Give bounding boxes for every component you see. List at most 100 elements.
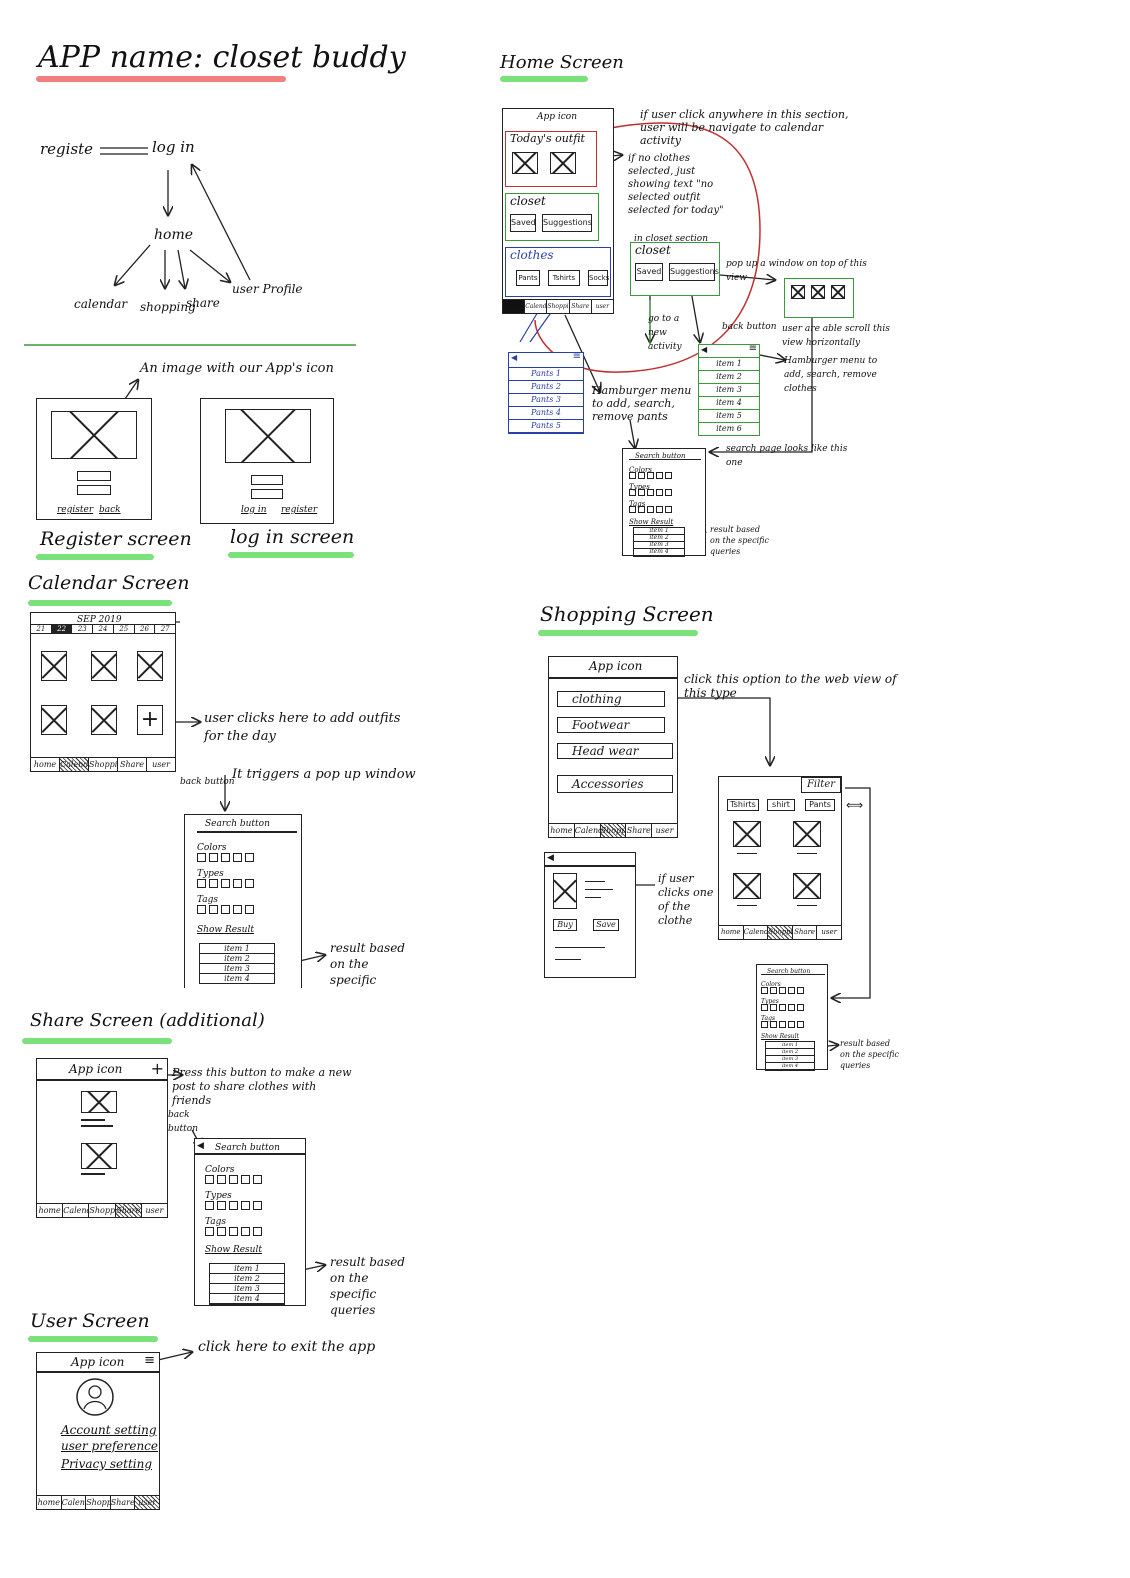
suggestion-item[interactable]	[831, 285, 845, 299]
type-checkboxes[interactable]	[761, 1004, 804, 1011]
back-arrow-icon[interactable]: ◀	[701, 345, 708, 354]
result-item[interactable]: item 1	[766, 1042, 814, 1049]
nav-home[interactable]: home	[719, 926, 744, 939]
result-item[interactable]: item 1	[200, 944, 274, 954]
save-button[interactable]: Save	[593, 919, 619, 931]
add-outfit-button[interactable]: +	[137, 705, 163, 735]
result-item[interactable]: item 4	[210, 1294, 284, 1304]
list-item[interactable]: item 3	[699, 384, 759, 397]
account-setting-link[interactable]: Account setting	[61, 1423, 157, 1437]
outfit-thumbnail[interactable]	[41, 705, 67, 735]
pants-item[interactable]: Pants 2	[509, 381, 583, 394]
type-checkboxes[interactable]	[205, 1201, 262, 1210]
result-item[interactable]: item 1	[634, 528, 684, 535]
nav-home[interactable]: home	[37, 1496, 62, 1509]
nav-share[interactable]: Share	[570, 300, 592, 313]
type-checkboxes[interactable]	[197, 879, 254, 888]
pants-item[interactable]: Pants 4	[509, 407, 583, 420]
pants-item[interactable]: Pants 3	[509, 394, 583, 407]
day-cell[interactable]: 24	[93, 625, 114, 633]
nav-shopping[interactable]: Shopping	[86, 1496, 111, 1509]
nav-shopping[interactable]: Shopping	[768, 926, 793, 939]
nav-home[interactable]: home	[37, 1204, 64, 1217]
saved-button[interactable]: Saved	[510, 214, 536, 232]
filter-button[interactable]: Filter	[801, 777, 841, 793]
color-checkboxes[interactable]	[629, 472, 672, 479]
result-item[interactable]: item 4	[634, 549, 684, 556]
tag-checkboxes[interactable]	[205, 1227, 262, 1236]
tab-shirt[interactable]: shirt	[767, 799, 795, 811]
day-cell[interactable]: 23	[72, 625, 94, 633]
nav-user[interactable]: user	[595, 303, 610, 310]
nav-user[interactable]: user	[145, 1206, 164, 1215]
nav-user[interactable]: user	[135, 1496, 159, 1509]
back-arrow-icon[interactable]: ◀	[547, 853, 554, 863]
outfit-item[interactable]	[550, 152, 576, 174]
result-item[interactable]: item 3	[634, 542, 684, 549]
tshirts-button[interactable]: Tshirts	[548, 270, 580, 286]
list-item[interactable]: item 1	[699, 358, 759, 371]
nav-calendar[interactable]: Calendar	[61, 1496, 87, 1509]
nav-user[interactable]: user	[821, 928, 837, 936]
todays-outfit-section[interactable]: Today's outfit	[505, 131, 597, 187]
result-item[interactable]: item 2	[634, 535, 684, 542]
accessories-category[interactable]: Accessories	[557, 775, 673, 793]
show-result-button[interactable]: Show Result	[629, 518, 674, 526]
list-item[interactable]: item 2	[699, 371, 759, 384]
footwear-category[interactable]: Footwear	[557, 717, 665, 733]
suggestion-item[interactable]	[791, 285, 805, 299]
tab-pants[interactable]: Pants	[805, 799, 835, 811]
back-link[interactable]: back	[99, 505, 121, 515]
nav-shopping[interactable]: Shopping	[89, 1204, 116, 1217]
search-button[interactable]: Search button	[205, 819, 270, 829]
result-item[interactable]: item 3	[766, 1056, 814, 1063]
nav-calendar[interactable]: Calendar	[744, 926, 769, 939]
outfit-thumbnail[interactable]	[41, 651, 67, 681]
nav-share[interactable]: Share	[115, 1204, 142, 1217]
privacy-setting-link[interactable]: Privacy setting	[61, 1457, 153, 1471]
day-cell[interactable]: 27	[160, 625, 170, 633]
suggestions-button[interactable]: Suggestions	[542, 214, 592, 232]
outfit-thumbnail[interactable]	[91, 651, 117, 681]
product-thumbnail[interactable]	[793, 873, 821, 899]
list-item[interactable]: item 5	[699, 410, 759, 423]
pants-item[interactable]: Pants 1	[509, 368, 583, 381]
nav-calendar[interactable]: Calendar	[60, 758, 89, 771]
nav-share[interactable]: Share	[793, 926, 818, 939]
saved-button-detail[interactable]: Saved	[635, 263, 663, 281]
list-item[interactable]: item 4	[699, 397, 759, 410]
day-cell[interactable]: 26	[135, 625, 156, 633]
back-arrow-icon[interactable]: ◀	[511, 353, 518, 362]
nav-share[interactable]: Share	[110, 1496, 136, 1509]
hamburger-menu-icon[interactable]: ≡	[144, 1353, 155, 1368]
suggestions-button-detail[interactable]: Suggestions	[669, 263, 719, 281]
day-cell[interactable]: 25	[114, 625, 135, 633]
search-button[interactable]: Search button	[767, 968, 811, 975]
outfit-thumbnail[interactable]	[91, 705, 117, 735]
product-thumbnail[interactable]	[733, 873, 761, 899]
day-cell-selected[interactable]: 22	[51, 625, 73, 633]
back-arrow-icon[interactable]: ◀	[197, 1141, 204, 1151]
new-post-plus-icon[interactable]: +	[150, 1059, 164, 1078]
headwear-category[interactable]: Head wear	[557, 743, 673, 759]
outfit-thumbnail[interactable]	[137, 651, 163, 681]
nav-calendar[interactable]: Calendar	[575, 824, 601, 837]
result-item[interactable]: item 2	[210, 1274, 284, 1284]
type-checkboxes[interactable]	[629, 489, 672, 496]
hamburger-menu-icon[interactable]: ≡	[748, 343, 757, 354]
nav-calendar[interactable]: Calendar	[63, 1204, 90, 1217]
search-button[interactable]: Search button	[215, 1143, 280, 1153]
result-item[interactable]: item 4	[766, 1063, 814, 1070]
register-password-field[interactable]	[77, 485, 111, 495]
pants-button[interactable]: Pants	[516, 270, 540, 286]
show-result-button[interactable]: Show Result	[205, 1245, 262, 1255]
nav-home[interactable]: home	[31, 758, 60, 771]
tag-checkboxes[interactable]	[197, 905, 254, 914]
nav-shopping[interactable]: Shopping	[600, 824, 627, 837]
register-link[interactable]: register	[57, 505, 94, 515]
tag-checkboxes[interactable]	[761, 1021, 804, 1028]
pants-item[interactable]: Pants 5	[509, 420, 583, 433]
login-register-link[interactable]: register	[281, 505, 318, 515]
register-username-field[interactable]	[77, 471, 111, 481]
nav-shopping[interactable]: Shopping	[89, 758, 118, 771]
